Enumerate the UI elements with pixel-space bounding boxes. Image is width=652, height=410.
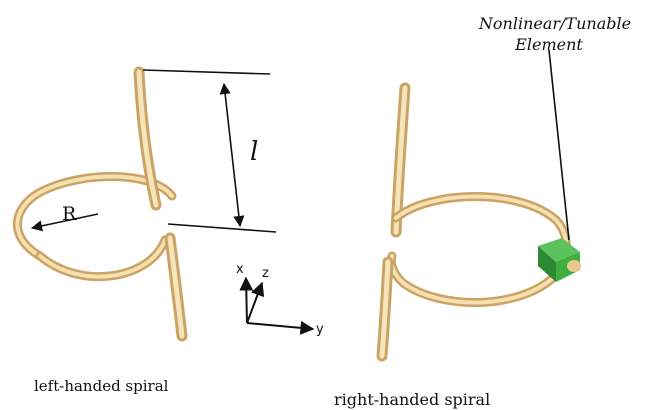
element-label-line1: Nonlinear/Tunable xyxy=(478,14,631,33)
left-caption: left-handed spiral xyxy=(34,377,169,395)
element-label-line2: Element xyxy=(514,35,583,54)
left-ring-front xyxy=(35,235,170,282)
right-spiral xyxy=(376,82,571,362)
element-pointer-line xyxy=(548,49,570,241)
right-caption: right-handed spiral xyxy=(334,390,490,409)
right-ring-front xyxy=(386,251,565,307)
axis-z-label: z xyxy=(262,266,269,281)
tunable-element xyxy=(538,238,581,282)
radius-label: R xyxy=(62,203,77,225)
left-spiral xyxy=(13,66,188,342)
axes xyxy=(239,276,315,335)
radius-indicator xyxy=(30,213,99,232)
axis-y-label: y xyxy=(316,322,324,337)
length-dimension xyxy=(142,69,277,233)
length-label: l xyxy=(250,137,258,167)
axis-x-label: x xyxy=(236,262,244,277)
